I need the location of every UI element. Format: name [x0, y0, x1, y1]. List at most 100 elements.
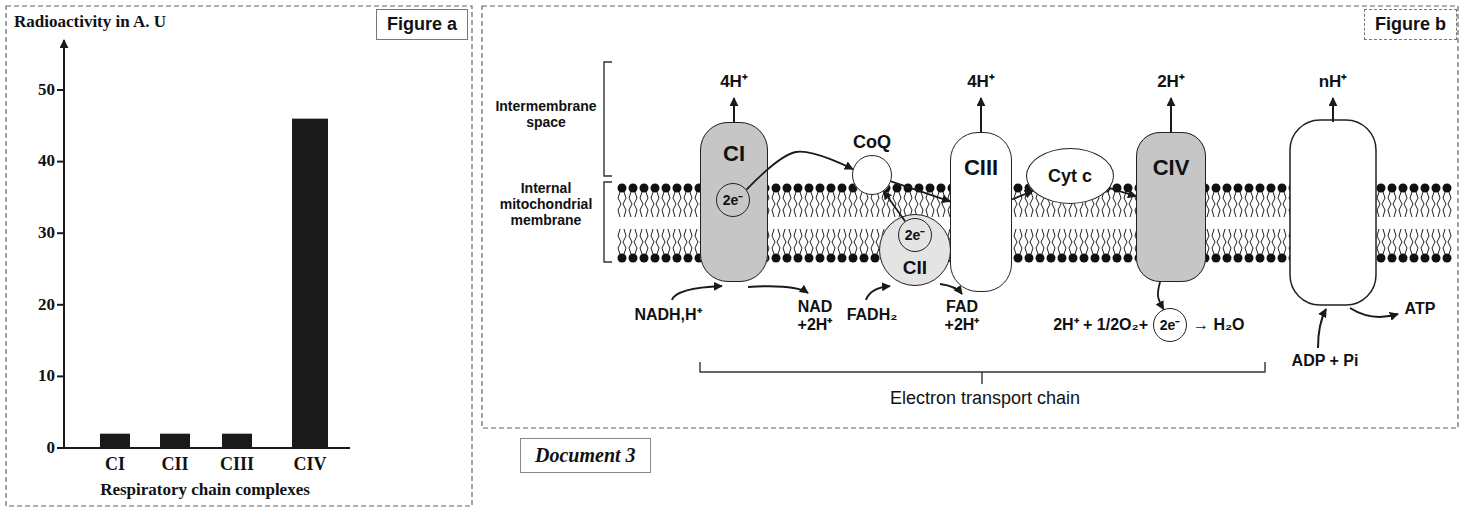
node-text: Figure a: [387, 14, 457, 35]
lipid-head: [629, 254, 638, 263]
lipid-head: [1443, 254, 1452, 263]
region-label: Intermembrane space: [490, 98, 602, 130]
lipid-head: [1410, 184, 1419, 193]
node-text: Figure b: [1375, 14, 1446, 35]
lipid-head: [1058, 254, 1067, 263]
electron-pair: 2e⁻: [1153, 308, 1187, 342]
substrate-label: ADP + Pi: [1270, 352, 1380, 370]
node-text: CII: [903, 257, 927, 279]
node-fill: [700, 122, 768, 282]
lipid-head: [838, 184, 847, 193]
lipid-head: [937, 184, 946, 193]
document-tag: Document 3: [520, 438, 651, 473]
category-label: CII: [145, 454, 205, 475]
lipid-head: [618, 184, 627, 193]
node-text: 2e⁻: [905, 227, 926, 243]
lipid-head: [1278, 184, 1287, 193]
product-arrow: [748, 286, 808, 293]
axis-title: Radioactivity in A. U: [14, 12, 234, 32]
electron-flow: [1158, 282, 1164, 309]
lipid-head: [1025, 254, 1034, 263]
lipid-head: [1421, 254, 1430, 263]
lipid-head: [1432, 254, 1441, 263]
lipid-head: [1234, 184, 1243, 193]
lipid-head: [1091, 254, 1100, 263]
lipid-head: [794, 254, 803, 263]
complex-circle: CII 2e⁻: [879, 214, 951, 286]
node-fill: [1136, 132, 1206, 282]
lipid-head: [1388, 184, 1397, 193]
lipid-head: [1245, 254, 1254, 263]
proton-label: 4H⁺: [704, 72, 764, 92]
electron-flow: [1110, 188, 1136, 196]
lipid-head: [1267, 184, 1276, 193]
lipid-head: [1124, 184, 1133, 193]
proton-label: 4H⁺: [951, 72, 1011, 92]
lipid-head: [827, 254, 836, 263]
proton-arrow: [1170, 98, 1172, 134]
figure-panel: [482, 6, 1458, 428]
lipid-head: [640, 254, 649, 263]
tick-value: 50: [15, 80, 55, 100]
lipid-head: [1212, 254, 1221, 263]
axis-title: Respiratory chain complexes: [45, 480, 365, 500]
lipid-head: [838, 254, 847, 263]
substrate-arrow: [672, 286, 722, 300]
electron-flow: [884, 191, 905, 221]
node-fill: [716, 183, 750, 217]
complex-box: CIII: [950, 132, 1012, 292]
lipid-head: [1256, 254, 1265, 263]
figure-tag: Figure a: [376, 9, 468, 40]
lipid-head: [1388, 254, 1397, 263]
bar: [100, 434, 130, 448]
chain-bracket: [700, 362, 1265, 384]
electron-pair: 2e⁻: [716, 183, 750, 217]
lipid-head: [805, 254, 814, 263]
product-label: FAD +2H⁺: [936, 298, 988, 335]
carrier-circle: CoQ: [852, 155, 892, 195]
lipid-head: [651, 254, 660, 263]
complex-box: CIV: [1136, 132, 1206, 282]
lipid-head: [1014, 184, 1023, 193]
lipid-head: [1399, 254, 1408, 263]
lipid-head: [1036, 254, 1045, 263]
lipid-head: [1245, 184, 1254, 193]
lipid-head: [816, 184, 825, 193]
node-text: Document 3: [535, 444, 636, 467]
proton-arrow: [1332, 98, 1334, 122]
node-text: Cyt c: [1048, 166, 1092, 187]
lipid-head: [673, 184, 682, 193]
tick-value: 10: [15, 366, 55, 386]
category-label: CIII: [207, 454, 267, 475]
proton-arrow: [980, 98, 982, 134]
tick-value: 0: [15, 438, 55, 458]
node-fill: [950, 132, 1012, 292]
node-fill: [1026, 148, 1114, 204]
axis-tick: [57, 161, 64, 163]
node-text: CoQ: [853, 132, 891, 153]
lipid-head: [1014, 254, 1023, 263]
lipid-head: [805, 184, 814, 193]
region-label: Internal mitochondrial membrane: [490, 180, 602, 228]
lipid-head: [871, 254, 880, 263]
lipid-head: [1047, 254, 1056, 263]
node-fill: [852, 155, 892, 195]
region-bracket: [604, 62, 612, 176]
lipid-head: [1223, 184, 1232, 193]
lipid-head: [1278, 254, 1287, 263]
lipid-head: [1113, 254, 1122, 263]
node-fills: [700, 122, 1206, 342]
y-axis: [63, 40, 65, 448]
electron-flow: [747, 152, 853, 190]
lipid-head: [860, 254, 869, 263]
lipid-head: [1399, 184, 1408, 193]
region-bracket: [604, 182, 612, 262]
substrate-arrow: [866, 286, 890, 300]
lipid-head: [673, 254, 682, 263]
category-label: CIV: [280, 454, 340, 475]
lipid-head: [772, 184, 781, 193]
electron-pair: 2e⁻: [898, 218, 932, 252]
node-text: CIII: [964, 155, 998, 180]
